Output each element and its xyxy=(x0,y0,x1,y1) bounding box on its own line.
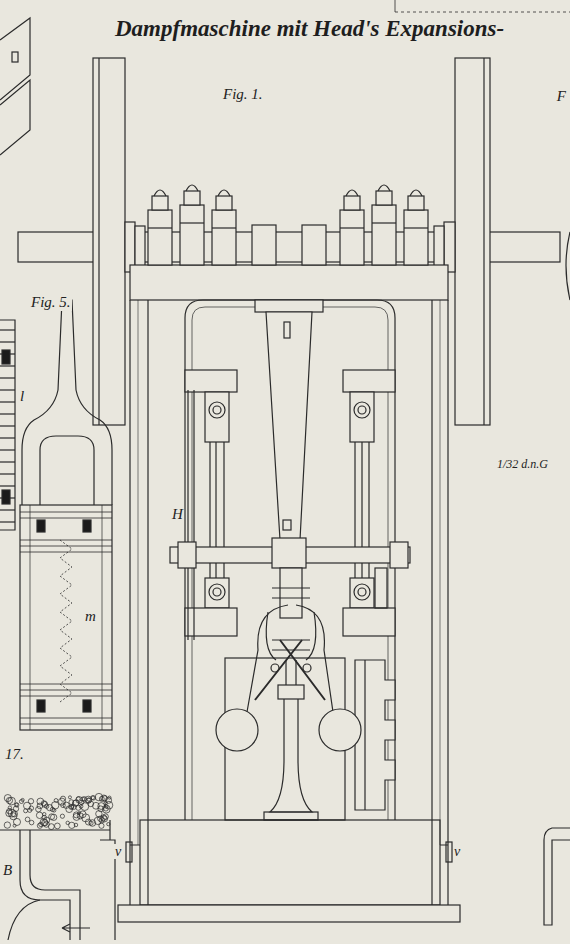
figure-label: F xyxy=(556,88,567,105)
scale-note: 1/32 d.n.G xyxy=(496,458,549,471)
figure-label: 17. xyxy=(4,746,25,763)
part-letter: l xyxy=(19,388,25,405)
plate-title: Dampfmaschine mit Head's Expansions- xyxy=(115,16,504,41)
part-letter: v xyxy=(114,844,122,859)
figure-label: Fig. 1. xyxy=(222,86,264,103)
figure-label: Fig. 5. xyxy=(30,294,72,311)
part-letter: m xyxy=(84,608,97,625)
part-letter: B xyxy=(2,862,13,879)
part-letter: H xyxy=(171,506,184,523)
part-letter: v xyxy=(453,844,461,859)
